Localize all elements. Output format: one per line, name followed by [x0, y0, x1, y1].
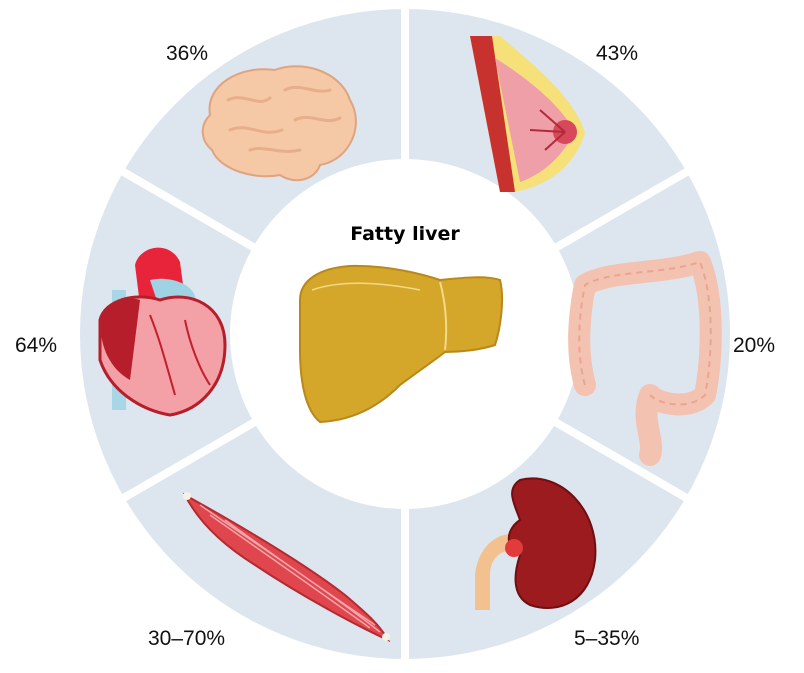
- brain-percentage: 36%: [166, 43, 208, 64]
- kidney-percentage: 5–35%: [574, 628, 639, 649]
- heart-percentage: 64%: [15, 335, 57, 356]
- center-title: Fatty liver: [300, 223, 510, 245]
- colon-percentage: 20%: [733, 335, 775, 356]
- muscle-percentage: 30–70%: [148, 628, 225, 649]
- breast-percentage: 43%: [596, 43, 638, 64]
